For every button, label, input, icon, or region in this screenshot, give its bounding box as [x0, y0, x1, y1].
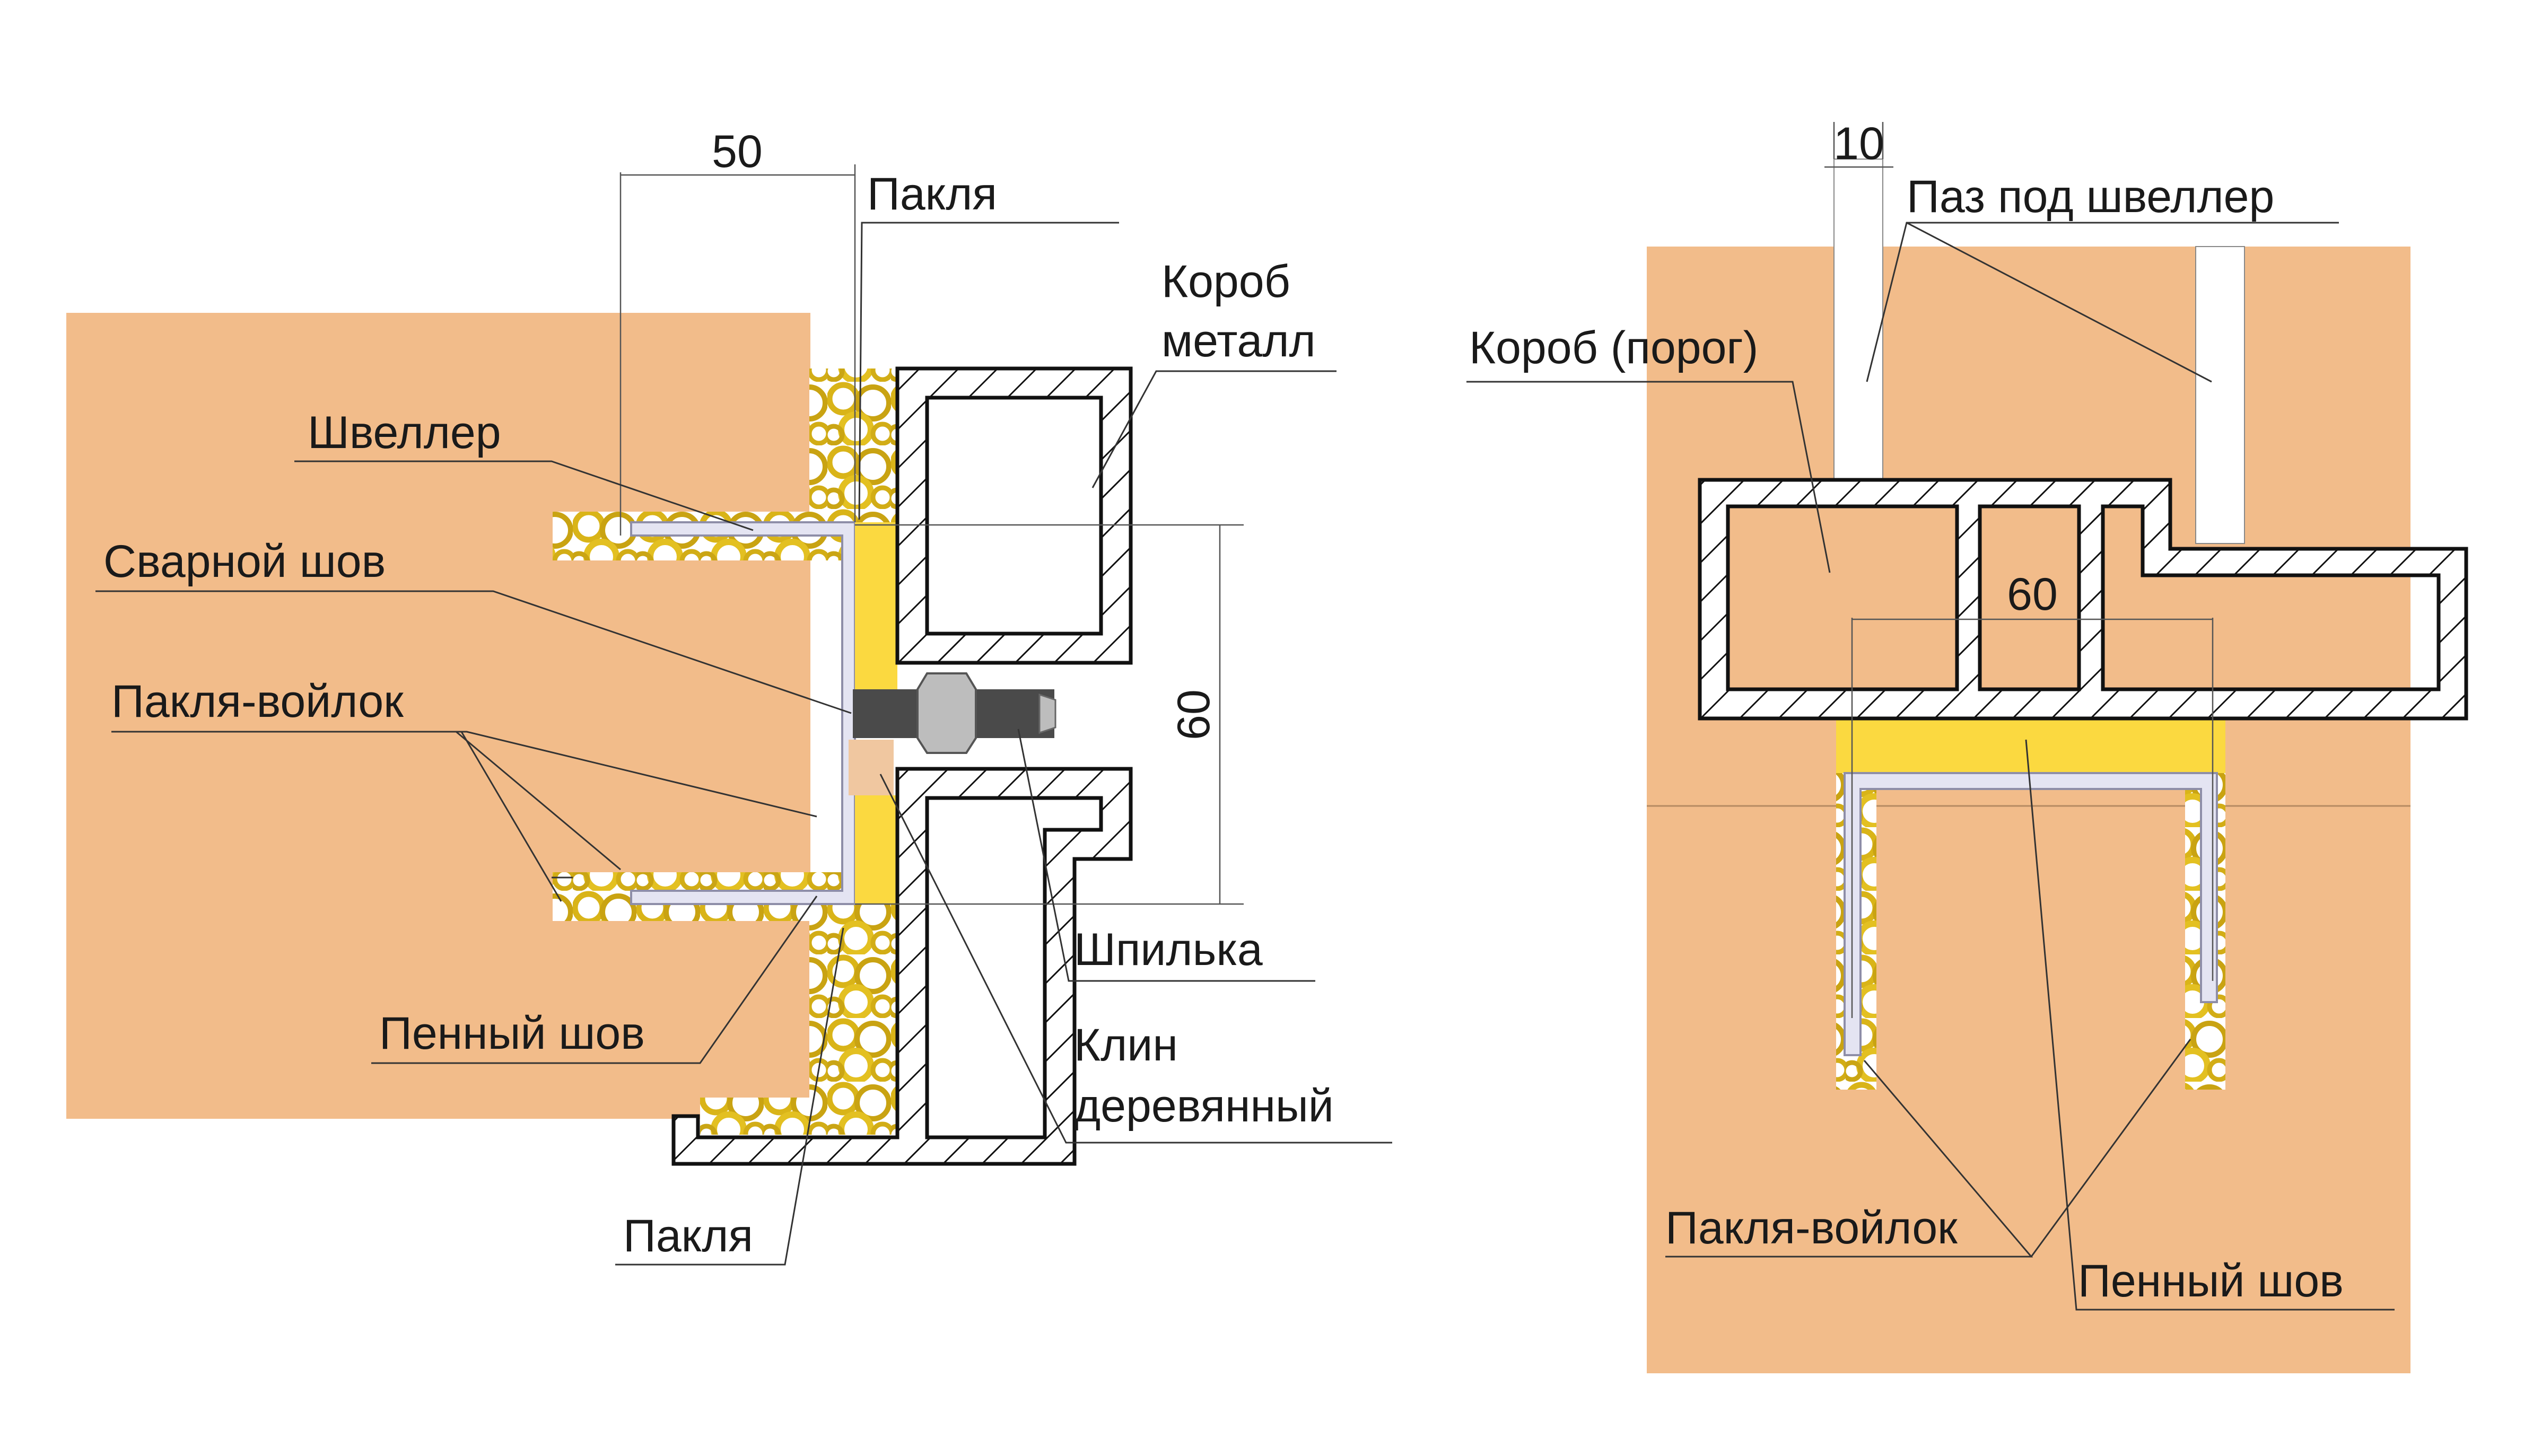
left-label-stud: Шпилька: [1074, 924, 1263, 975]
right-foam: [1836, 711, 2225, 773]
left-section: 50 60 Пакля Короб металл Швеллер Сварной…: [66, 126, 1392, 1266]
left-box-upper: [895, 366, 1133, 665]
right-dimension-60: 60: [2007, 569, 2058, 620]
left-oakum-bottom-strip: [700, 1098, 912, 1135]
right-dimension-10: 10: [1833, 118, 1884, 169]
left-label-wedge-2: деревянный: [1074, 1081, 1334, 1132]
left-label-channel: Швеллер: [308, 407, 501, 458]
left-label-weld: Сварной шов: [103, 536, 386, 587]
left-label-foam: Пенный шов: [379, 1008, 645, 1059]
right-section: 10 60 Паз под швеллер Короб (порог) Пакл…: [1466, 118, 2468, 1373]
left-label-wedge-1: Клин: [1074, 1020, 1178, 1071]
left-oakum-lower: [809, 901, 899, 1135]
left-dimension-50: 50: [712, 126, 763, 177]
left-label-box-metal-2: металл: [1161, 315, 1316, 366]
left-label-felt: Пакля-войлок: [111, 676, 404, 727]
left-foam-upper: [855, 522, 897, 689]
right-groove-right: [2195, 246, 2245, 544]
right-box-threshold: [1698, 478, 2468, 721]
left-label-oakum-top: Пакля: [867, 169, 997, 220]
left-nut: [916, 672, 977, 754]
right-groove-left: [1833, 159, 1883, 483]
left-foam-lower: [855, 795, 897, 904]
right-wall: [1647, 247, 2410, 1373]
left-label-box-metal-1: Короб: [1161, 256, 1290, 307]
left-dimension-60: 60: [1168, 689, 1219, 740]
left-stud-end: [1038, 693, 1056, 734]
left-box-lower: [671, 767, 1133, 1166]
right-label-felt: Пакля-войлок: [1665, 1203, 1958, 1253]
left-label-oakum-bottom: Пакля: [623, 1211, 753, 1261]
right-label-foam: Пенный шов: [2078, 1256, 2344, 1306]
right-label-groove: Паз под швеллер: [1907, 171, 2274, 222]
right-label-box-threshold: Короб (порог): [1469, 322, 1758, 373]
right-channel: [1844, 772, 2218, 1056]
left-wall: [66, 313, 810, 1119]
